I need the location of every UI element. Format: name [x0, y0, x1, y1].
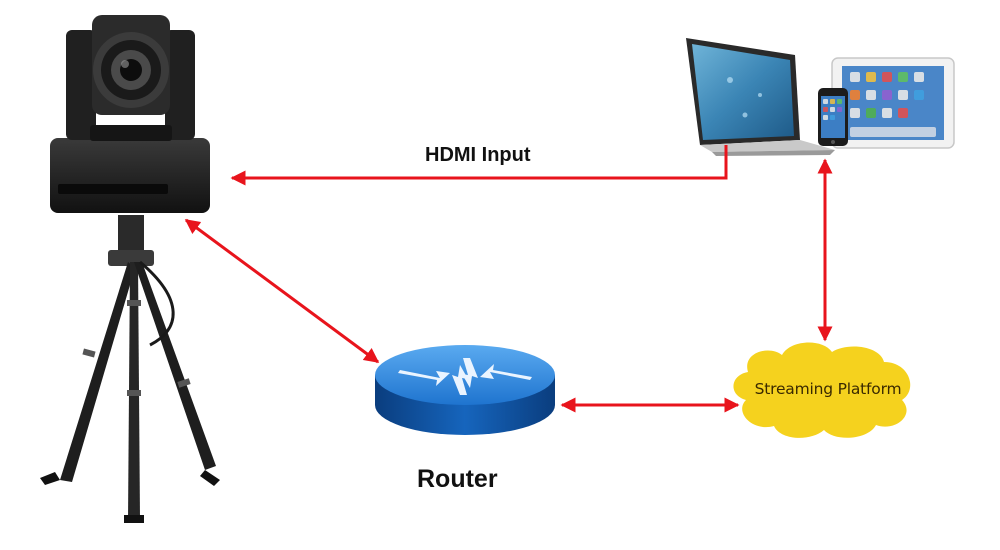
camera-router-arrow: [184, 218, 380, 364]
connection-arrows: [184, 145, 833, 413]
ptz-camera: [50, 15, 210, 213]
hdmi-arrow: [230, 145, 728, 186]
streaming-cloud: [733, 342, 911, 438]
smartphone: [818, 88, 848, 146]
hdmi-input-label: HDMI Input: [425, 144, 531, 166]
tablet: [831, 57, 955, 149]
router-label: Router: [417, 465, 498, 493]
tripod: [40, 215, 220, 523]
router: [375, 345, 555, 435]
streaming-platform-label: Streaming Platform: [754, 380, 902, 398]
laptop: [686, 38, 835, 156]
